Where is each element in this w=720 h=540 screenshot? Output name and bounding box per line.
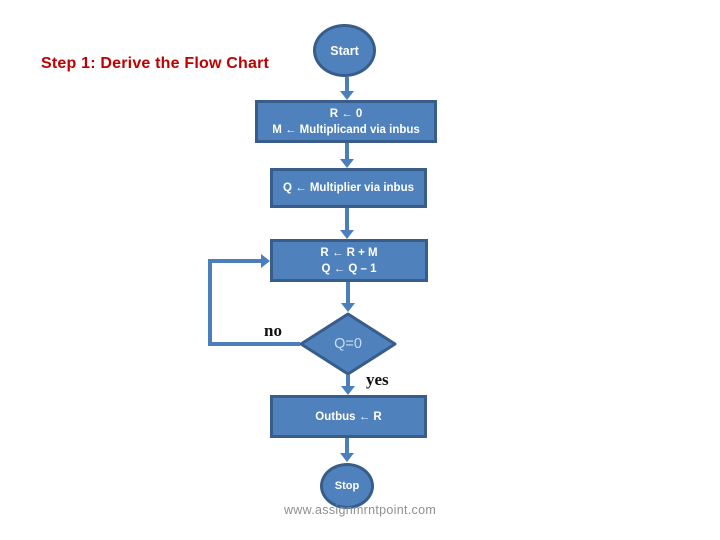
multiplier-box-label: Q ← Multiplier via inbus <box>283 182 414 194</box>
connector-outbus-to-stop <box>345 438 349 454</box>
flowchart-outbus-box: Outbus ← R <box>270 395 427 438</box>
init-box-line1: R ← 0 <box>329 107 363 120</box>
flowchart-add-box: R ← R + M Q ← Q – 1 <box>270 239 428 282</box>
watermark-text: www.assignmrntpoint.com <box>283 503 437 517</box>
add-box-line2: Q ← Q – 1 <box>321 262 377 275</box>
flowchart-decision-diamond: Q=0 <box>299 312 397 376</box>
slide-title: Step 1: Derive the Flow Chart <box>41 55 270 72</box>
yes-branch-label: yes <box>366 370 389 389</box>
decision-label: Q=0 <box>334 336 362 352</box>
diamond-shape-icon <box>299 312 397 376</box>
outbus-box-label: Outbus ← R <box>315 410 382 423</box>
connector-no-loop-top <box>208 259 261 263</box>
arrowhead-down-icon <box>340 453 354 462</box>
stop-label: Stop <box>334 480 360 492</box>
arrowhead-down-icon <box>341 386 355 395</box>
flowchart-stop-terminal: Stop <box>320 463 374 509</box>
connector-init-to-multiplier <box>345 143 349 160</box>
arrowhead-down-icon <box>340 91 354 100</box>
arrowhead-down-icon <box>341 303 355 312</box>
connector-multiplier-to-add <box>345 208 349 231</box>
connector-no-loop-vertical <box>208 259 212 346</box>
connector-decision-to-outbus <box>346 375 350 387</box>
flowchart-start-terminal: Start <box>313 24 376 77</box>
flowchart-init-box: R ← 0 M ← Multiplicand via inbus <box>255 100 437 143</box>
connector-add-to-decision <box>346 282 350 304</box>
no-branch-label: no <box>264 321 282 340</box>
connector-no-loop-bottom <box>208 342 300 346</box>
arrowhead-down-icon <box>340 159 354 168</box>
flowchart-multiplier-box: Q ← Multiplier via inbus <box>270 168 427 208</box>
start-label: Start <box>330 43 359 58</box>
arrowhead-down-icon <box>340 230 354 239</box>
add-box-line1: R ← R + M <box>320 246 378 259</box>
arrowhead-right-icon <box>261 254 270 268</box>
connector-start-to-init <box>345 77 349 92</box>
init-box-line2: M ← Multiplicand via inbus <box>272 123 420 136</box>
